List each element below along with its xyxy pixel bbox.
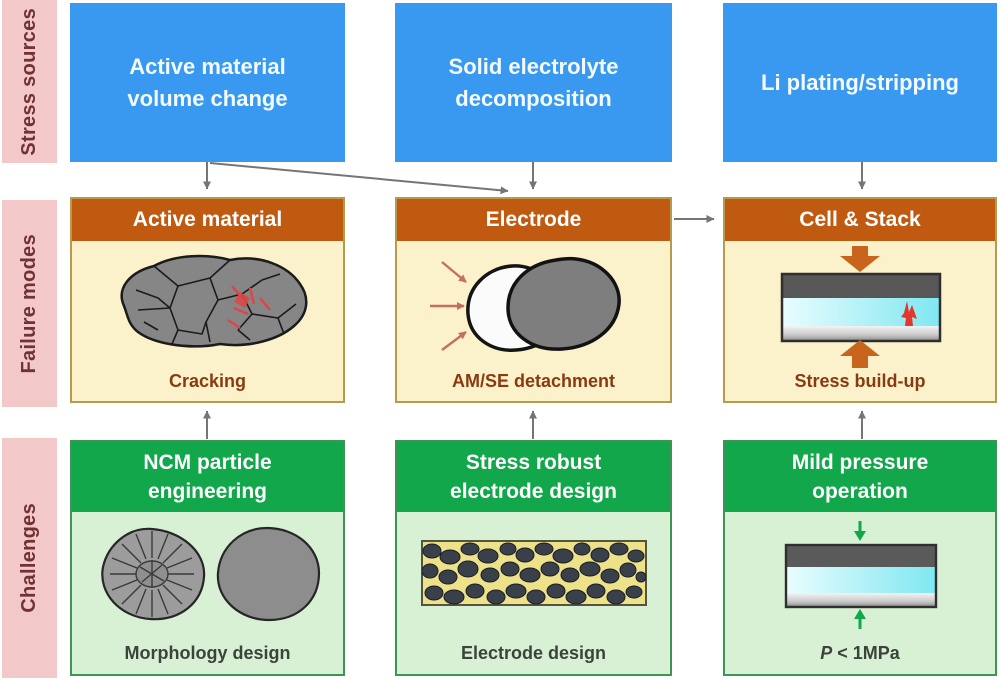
electrolyte-layer	[782, 298, 940, 326]
row-label-text: Failure modes	[18, 233, 40, 374]
arrow-source1-to-electrode	[209, 162, 509, 195]
challenge-title: NCM particle engineering	[72, 442, 343, 512]
am-se-detachment-illustration	[429, 256, 621, 352]
row-label-text: Challenges	[18, 503, 40, 613]
pressure-arrow-down-icon	[840, 246, 880, 272]
failure-mode-title: Electrode	[397, 199, 670, 241]
cracked-particle-illustration	[120, 254, 307, 348]
stress-source-box-se-decomposition: Solid electrolyte decomposition	[395, 3, 672, 162]
stress-source-box-li-plating-stripping: Li plating/stripping	[723, 3, 997, 162]
row-label-text: Stress sources	[18, 7, 40, 156]
current-collector-layer	[782, 326, 940, 341]
failure-mode-body: Stress build-up	[725, 241, 995, 401]
challenge-title: Stress robust electrode design	[397, 442, 670, 512]
challenge-body: Morphology design	[72, 512, 343, 674]
radial-grain-lines	[109, 531, 194, 617]
current-collector-layer	[786, 593, 936, 607]
row-label-failure-modes: Failure modes	[2, 200, 57, 407]
challenge-body: P < 1MPa	[725, 512, 995, 674]
stress-source-label: Active material volume change	[127, 53, 288, 111]
red-crack-fill	[233, 292, 250, 308]
gray-particle	[505, 256, 621, 351]
stack-outline	[784, 543, 938, 609]
challenge-box-ncm-particle-engineering: NCM particle engineering Morp	[70, 440, 345, 676]
electrolyte-layer	[786, 567, 936, 593]
failure-mode-box-cell-stack: Cell & Stack Stress buil	[723, 197, 997, 403]
row-label-challenges: Challenges	[2, 438, 57, 678]
mild-pressure-arrow-up-icon	[854, 609, 866, 629]
failure-mode-caption: Cracking	[168, 371, 247, 391]
cell-stack-stress-illustration	[780, 246, 942, 368]
failure-mode-caption: Stress build-up	[794, 371, 926, 391]
electrode-layer	[782, 274, 940, 298]
challenge-caption: Electrode design	[460, 643, 607, 663]
failure-mode-box-electrode: Electrode AM/SE detachment	[395, 197, 672, 403]
stress-source-box-volume-change: Active material volume change	[70, 3, 345, 162]
failure-mode-title: Active material	[72, 199, 343, 241]
stress-source-label: Solid electrolyte decomposition	[448, 53, 619, 111]
challenge-title: Mild pressure operation	[725, 442, 995, 512]
failure-mode-body: Cracking	[72, 241, 343, 401]
failure-mode-body: AM/SE detachment	[397, 241, 670, 401]
mild-pressure-arrow-down-icon	[854, 521, 866, 541]
challenge-caption: P < 1MPa	[820, 643, 900, 664]
caption-pressure-value: < 1MPa	[832, 643, 900, 663]
caption-pressure-symbol: P	[820, 643, 833, 663]
dendrite	[901, 301, 917, 326]
particle-body	[120, 254, 307, 348]
failure-mode-title: Cell & Stack	[725, 199, 995, 241]
stress-source-label: Li plating/stripping	[761, 69, 959, 95]
challenge-box-stress-robust-electrode: Stress robust electrode design Electrode…	[395, 440, 672, 676]
particle-grains	[421, 542, 646, 605]
failure-mode-box-active-material: Active material	[70, 197, 345, 403]
challenge-caption: Morphology design	[124, 643, 291, 663]
row-label-stress-sources: Stress sources	[2, 0, 57, 163]
challenge-body: Electrode design	[397, 512, 670, 674]
electrode-microstructure-illustration	[420, 540, 647, 606]
challenge-box-mild-pressure-operation: Mild pressure operation P < 1MPa	[723, 440, 997, 676]
electrode-layer	[786, 545, 936, 567]
mild-pressure-stack-illustration	[784, 521, 938, 629]
stress-direction-arrows	[429, 261, 467, 351]
failure-mode-caption: AM/SE detachment	[451, 371, 616, 391]
single-crystal-particle	[216, 526, 320, 622]
particle-morphologies-illustration	[100, 526, 320, 622]
pressure-arrow-up-icon	[840, 340, 880, 368]
